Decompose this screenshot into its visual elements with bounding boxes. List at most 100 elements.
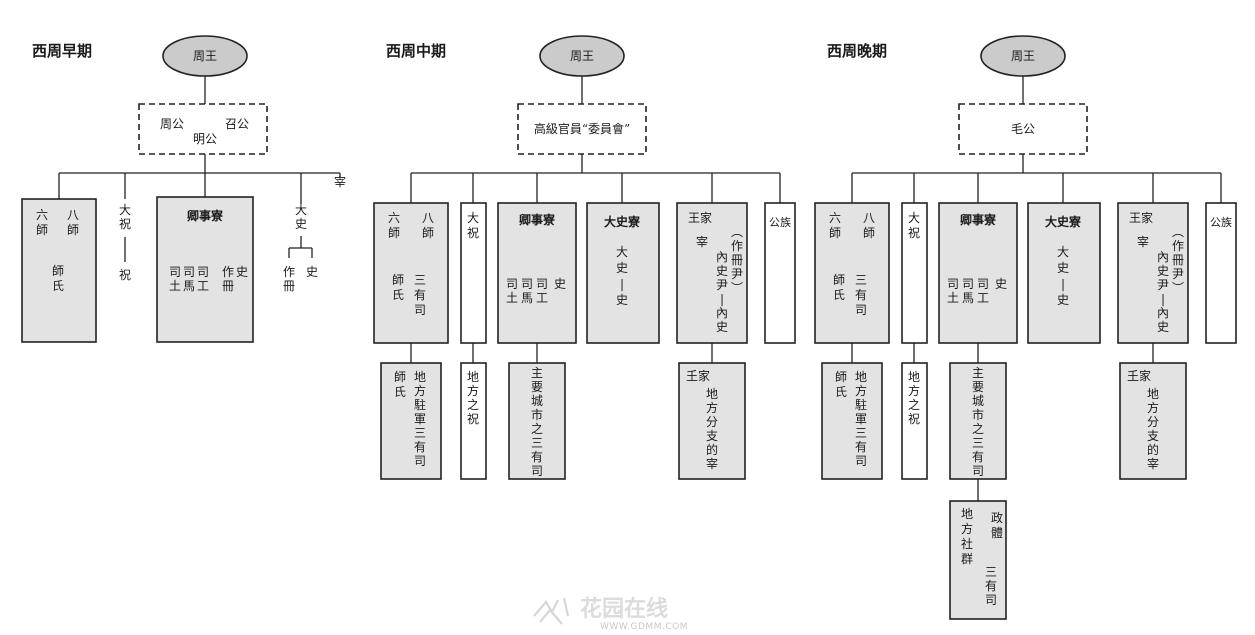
office-name: 大史寮 [604, 214, 641, 229]
glyph: | [1161, 292, 1165, 306]
office-name: 宰 [334, 174, 346, 189]
glyph: 土 [169, 279, 181, 293]
glyph: 地 [1147, 387, 1159, 401]
glyph: 方 [855, 383, 867, 398]
glyph: ︶ [731, 281, 743, 295]
glyph: 宰 [1147, 456, 1159, 471]
local-label: 師氏 [394, 370, 406, 399]
glyph: 史 [616, 293, 628, 307]
office-sub: 史 [995, 277, 1007, 291]
office-name: 卿事寮 [960, 212, 997, 227]
glyph: 三 [414, 426, 426, 440]
glyph: 史 [1157, 264, 1169, 278]
glyph: 體 [991, 526, 1003, 540]
glyph: 司 [962, 277, 974, 291]
office-sub: 司土 [947, 277, 959, 305]
office-sub: 師氏 [52, 264, 64, 293]
office-sub: 司馬 [521, 277, 533, 305]
glyph: 主 [972, 366, 984, 380]
glyph: 司 [855, 454, 867, 468]
glyph: 軍 [855, 412, 867, 426]
council-box-middle [517, 103, 647, 155]
local-label: 師氏 [835, 370, 847, 399]
glyph: 群 [961, 552, 973, 566]
local-box-army-middle [380, 362, 442, 480]
glyph: 師 [394, 370, 406, 384]
glyph: 司 [972, 464, 984, 478]
king-ellipse-late-label: 周王 [1011, 49, 1035, 63]
office-sub: 司工 [197, 265, 209, 293]
office-name: 大史 [295, 203, 307, 231]
office-box-dazhu-late [901, 202, 928, 344]
period-title-early: 西周早期 [32, 42, 92, 60]
glyph: 工 [977, 291, 989, 305]
glyph: 師 [863, 226, 875, 240]
glyph: 大 [908, 211, 920, 225]
office-name: 大祝 [119, 203, 131, 231]
office-name: 王家 [1129, 210, 1153, 225]
glyph: 主 [531, 366, 543, 380]
glyph: 師 [835, 370, 847, 384]
office-name: 公族 [769, 215, 791, 229]
local-label: 𡈼家 [686, 368, 710, 383]
glyph: 祝 [119, 268, 131, 282]
office-name: 八師 [422, 211, 434, 240]
glyph: 分 [706, 415, 718, 429]
glyph: 有 [414, 440, 426, 454]
glyph: 六 [388, 211, 400, 225]
office-sub: 司工 [536, 277, 548, 305]
glyph: 工 [536, 291, 548, 305]
glyph: 六 [829, 211, 841, 225]
glyph: 史 [995, 277, 1007, 291]
watermark-logo-icon [533, 597, 570, 625]
office-name: 宰 [1137, 234, 1149, 249]
glyph: 地 [961, 507, 973, 521]
office-sub: 師氏 [392, 273, 404, 302]
office-sub: 史 [554, 277, 566, 291]
glyph: 師 [52, 264, 64, 278]
glyph: 史 [306, 265, 318, 279]
glyph: 氏 [394, 385, 406, 399]
glyph: 三 [855, 273, 867, 287]
office-sub: 司土 [169, 265, 181, 293]
glyph: 司 [521, 277, 533, 291]
glyph: 祝 [467, 412, 479, 426]
glyph: 工 [197, 279, 209, 293]
local-box-army-late [821, 362, 883, 480]
office-name: 六師 [388, 211, 400, 240]
glyph: 有 [972, 450, 984, 464]
local-label: 政體 [991, 511, 1003, 540]
period-title-late: 西周晚期 [827, 42, 887, 60]
glyph: 三 [972, 436, 984, 450]
watermark: 花园在线 WWW.GDMM.COM [533, 596, 687, 632]
office-sub: 史 [306, 265, 318, 279]
glyph: 馬 [183, 279, 195, 293]
glyph: 大 [616, 245, 628, 259]
glyph: 師 [388, 226, 400, 240]
office-sub: 大史|史 [616, 245, 628, 307]
glyph: 祝 [467, 226, 479, 240]
glyph: 大 [119, 203, 131, 217]
glyph: 三 [531, 436, 543, 450]
glyph: 六 [36, 208, 48, 222]
glyph: 三 [855, 426, 867, 440]
office-box-liushi-middle [373, 202, 449, 344]
glyph: 地 [908, 370, 920, 384]
glyph: 分 [1147, 415, 1159, 429]
glyph: 之 [467, 398, 479, 412]
glyph: 方 [706, 400, 718, 415]
glyph: 尹 [1172, 267, 1184, 281]
council-label: 毛公 [1011, 122, 1035, 136]
local-label: 𡈼家 [1127, 368, 1151, 383]
office-name: 宰 [696, 234, 708, 249]
office-sub: 史 [236, 265, 248, 279]
glyph: 司 [536, 277, 548, 291]
office-box-dashiliao-middle [586, 202, 660, 344]
glyph: 地 [414, 370, 426, 384]
office-sub: 內史尹|內史 [1157, 250, 1169, 334]
office-name: 八師 [863, 211, 875, 240]
